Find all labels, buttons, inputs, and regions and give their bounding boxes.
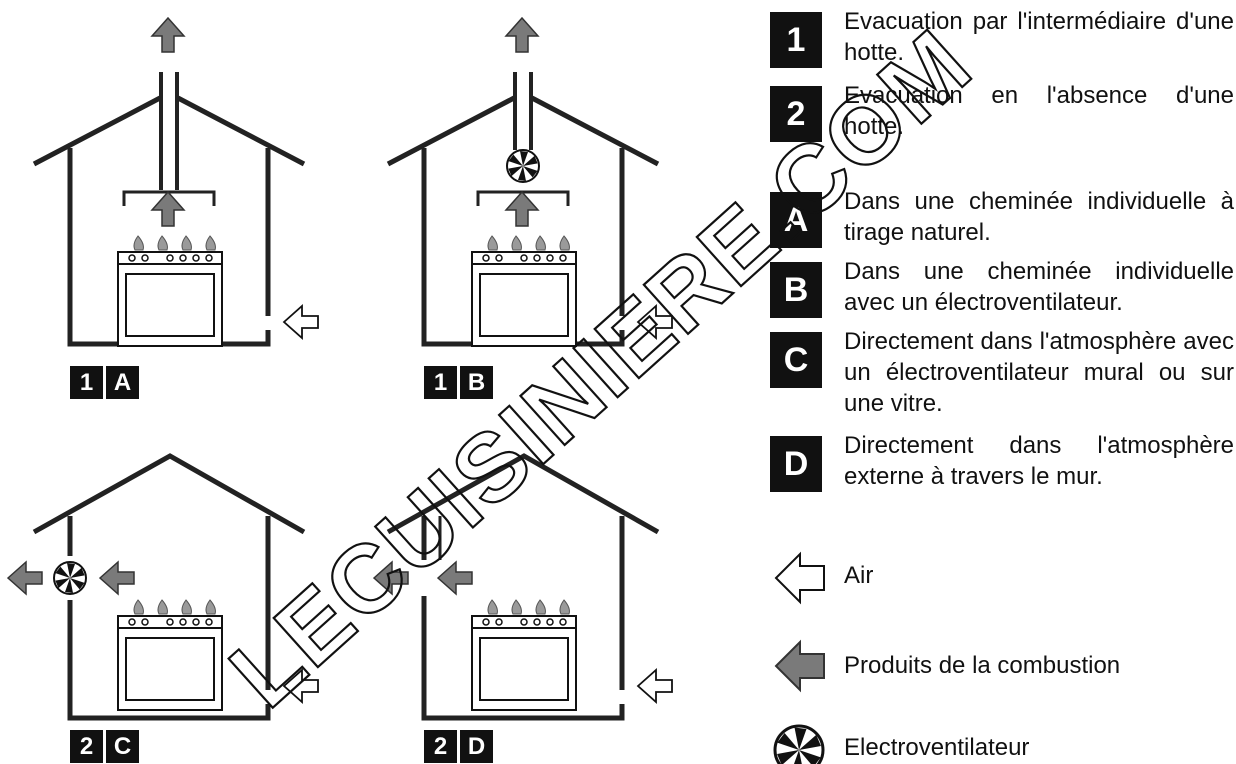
combustion-legend-label: Produits de la combustion xyxy=(844,652,1121,679)
legend-badge: 2 xyxy=(770,86,822,142)
tag-number: 2 xyxy=(424,730,457,763)
air-legend-label: Air xyxy=(844,562,874,589)
combustion-legend-icon xyxy=(774,639,825,693)
stove-icon xyxy=(117,599,223,711)
combustion-arrow-icon xyxy=(151,17,185,53)
fan-icon xyxy=(53,561,87,595)
fan-legend-icon xyxy=(773,724,825,764)
combustion-arrow-icon xyxy=(7,561,43,595)
air-arrow-icon xyxy=(637,669,673,703)
legend-item-d: D Directement dans l'atmosphère externe … xyxy=(770,430,1234,496)
combustion-arrow-icon xyxy=(99,561,135,595)
legend-text: Evacuation par l'intermédiaire d'une hot… xyxy=(844,8,1234,66)
legend-badge: B xyxy=(770,262,822,318)
legend-badge: A xyxy=(770,192,822,248)
legend-text: Evacuation en l'absence d'une hotte. xyxy=(844,82,1234,140)
legend-text: Dans une cheminée individuelle avec un é… xyxy=(844,258,1234,316)
stove-icon xyxy=(471,599,577,711)
stove-icon xyxy=(471,235,577,347)
combustion-arrow-icon xyxy=(151,191,185,227)
tag-number: 2 xyxy=(70,730,103,763)
fan-legend-label: Electroventilateur xyxy=(844,734,1030,761)
tag-letter: A xyxy=(106,366,139,399)
diagram-1b xyxy=(386,17,673,347)
air-arrow-icon xyxy=(637,305,673,339)
diagram-tag-2c: 2 C xyxy=(70,730,139,763)
legend-item-a: A Dans une cheminée individuelle à tirag… xyxy=(770,186,1234,252)
combustion-arrow-icon xyxy=(505,191,539,227)
legend-item-2: 2 Evacuation en l'absence d'une hotte. xyxy=(770,80,1234,146)
diagram-tag-1b: 1 B xyxy=(424,366,493,399)
diagram-tag-1a: 1 A xyxy=(70,366,139,399)
combustion-arrow-icon xyxy=(373,561,409,595)
tag-letter: B xyxy=(460,366,493,399)
tag-number: 1 xyxy=(70,366,103,399)
legend-item-c: C Directement dans l'atmosphère avec un … xyxy=(770,326,1234,422)
diagram-tag-2d: 2 D xyxy=(424,730,493,763)
combustion-arrow-icon xyxy=(505,17,539,53)
legend-text: Directement dans l'atmosphère externe à … xyxy=(844,432,1234,490)
legend-badge: C xyxy=(770,332,822,388)
legend-text: Dans une cheminée individuelle à tirage … xyxy=(844,188,1234,246)
fan-icon xyxy=(506,149,540,183)
diagram-2d xyxy=(373,453,673,721)
air-arrow-icon xyxy=(283,669,319,703)
legend-item-b: B Dans une cheminée individuelle avec un… xyxy=(770,256,1234,322)
legend-text: Directement dans l'atmosphère avec un él… xyxy=(844,328,1234,417)
air-arrow-icon xyxy=(283,305,319,339)
tag-number: 1 xyxy=(424,366,457,399)
legend-badge: D xyxy=(770,436,822,492)
combustion-arrow-icon xyxy=(437,561,473,595)
legend-item-1: 1 Evacuation par l'intermédiaire d'une h… xyxy=(770,6,1234,72)
stove-icon xyxy=(117,235,223,347)
air-legend-icon xyxy=(774,551,825,605)
legend-badge: 1 xyxy=(770,12,822,68)
tag-letter: D xyxy=(460,730,493,763)
tag-letter: C xyxy=(106,730,139,763)
diagram-1a xyxy=(32,17,319,347)
diagram-2c xyxy=(7,453,319,721)
